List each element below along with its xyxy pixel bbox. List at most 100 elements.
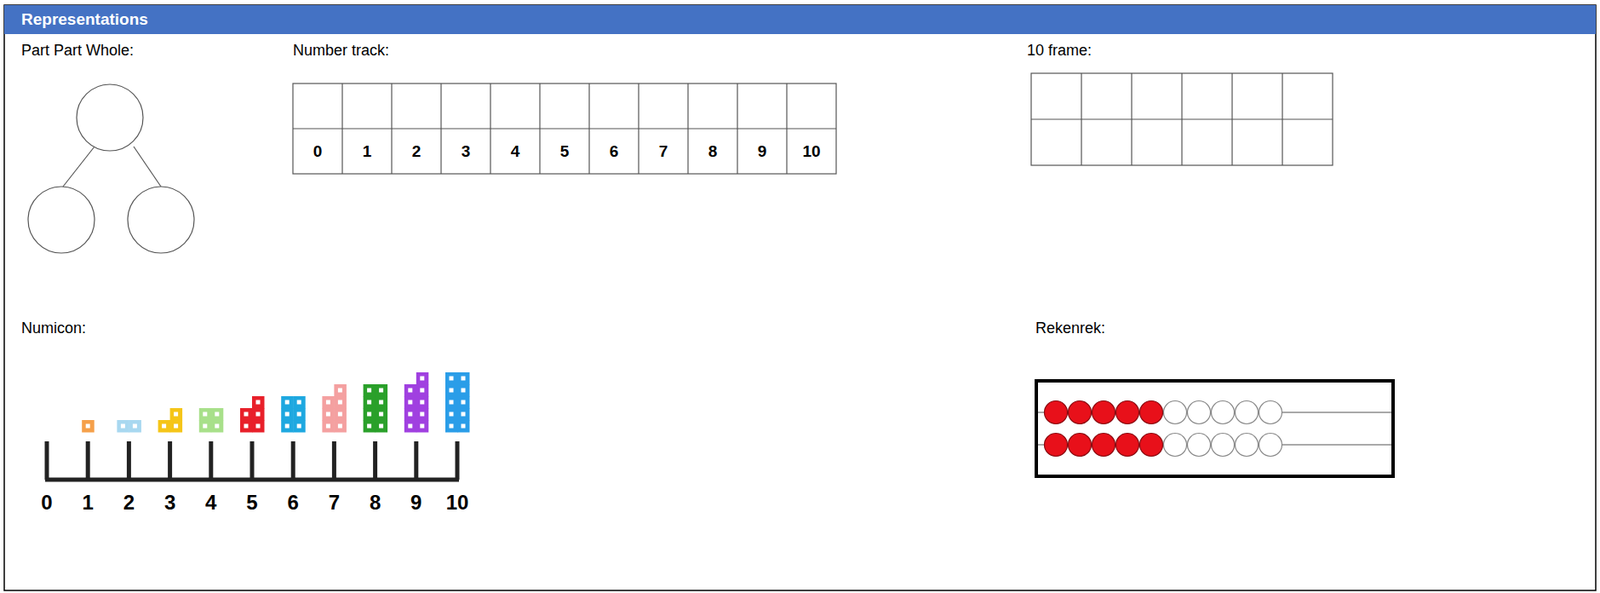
numicon-cell	[375, 419, 389, 433]
numicon-hole	[367, 424, 372, 429]
numicon-cell	[457, 407, 471, 421]
number-line-label: 9	[410, 491, 422, 514]
track-cell-line	[687, 83, 689, 174]
rekenrek-bead	[1116, 401, 1140, 425]
number-line-tick	[291, 441, 296, 480]
number-line-tick	[86, 441, 91, 480]
numicon-cell	[457, 384, 471, 397]
track-divider	[292, 127, 837, 129]
part-circle	[127, 186, 195, 253]
numicon-hole	[419, 424, 425, 429]
numicon-hole	[256, 400, 261, 405]
numicon-hole	[173, 424, 178, 429]
numicon-cell	[292, 395, 306, 409]
track-number: 4	[510, 142, 521, 161]
numicon-cell	[170, 407, 184, 421]
numicon-hole	[367, 400, 372, 405]
part-circle	[76, 84, 144, 151]
numicon-hole	[214, 412, 219, 417]
frame-cell-line	[1181, 73, 1182, 166]
numicon-cell	[211, 419, 224, 433]
numicon-cell	[199, 407, 213, 421]
part-part-whole-figure	[28, 84, 195, 253]
rekenrek-bead	[1044, 401, 1068, 425]
track-cell-line	[785, 83, 787, 174]
numicon-hole	[367, 412, 372, 417]
numicon-cell	[252, 407, 265, 421]
section-heading: Numicon:	[21, 320, 87, 338]
rekenrek-bead	[1092, 433, 1116, 457]
track-number: 7	[659, 142, 669, 161]
numicon-cell	[375, 407, 389, 421]
numicon-figure	[45, 372, 471, 480]
number-line-label: 3	[164, 491, 176, 514]
section-heading: 10 frame:	[1026, 42, 1092, 60]
branch-line	[133, 146, 161, 187]
rekenrek-bead	[1068, 401, 1092, 425]
number-line-label: 0	[40, 491, 52, 514]
numicon-hole	[407, 388, 413, 393]
branch-line	[63, 146, 95, 187]
numicon-hole	[285, 424, 290, 429]
track-number: 5	[560, 142, 570, 161]
numicon-hole	[449, 376, 454, 381]
rekenrek-bead	[1164, 401, 1188, 425]
rekenrek-bead	[1140, 433, 1164, 457]
numicon-hole	[419, 412, 425, 417]
number-line-label: 5	[246, 491, 258, 514]
rekenrek-frame	[1036, 380, 1394, 476]
numicon-piece	[404, 372, 430, 433]
numicon-cell	[240, 419, 253, 433]
rekenrek-bead	[1044, 433, 1068, 457]
numicon-cell	[363, 419, 377, 433]
numicon-hole	[132, 424, 138, 429]
numicon-cell	[252, 395, 265, 409]
rekenrek-bead	[1164, 433, 1188, 457]
track-number: 8	[708, 142, 718, 161]
numicon-cell	[363, 384, 377, 397]
track-cell-line	[341, 83, 343, 174]
numicon-hole	[202, 424, 207, 429]
numicon-cell	[170, 419, 184, 433]
numicon-cell	[416, 395, 430, 409]
numicon-hole	[285, 400, 290, 405]
number-line-tick	[208, 441, 213, 480]
rekenrek-bead	[1211, 401, 1235, 425]
numicon-cell	[199, 419, 213, 433]
numicon-hole	[461, 412, 466, 417]
number-line-tick	[332, 441, 337, 480]
panel-border	[4, 5, 1596, 591]
rekenrek-bead	[1116, 433, 1140, 457]
track-number: 3	[461, 142, 471, 161]
numicon-cell	[445, 407, 459, 421]
rekenrek-figure	[1036, 380, 1394, 476]
numicon-hole	[407, 400, 413, 405]
rekenrek-bead	[1068, 433, 1092, 457]
frame-cell-line	[1231, 73, 1233, 166]
numicon-hole	[338, 412, 343, 417]
rekenrek-bead	[1092, 401, 1116, 425]
numicon-hole	[214, 424, 219, 429]
numicon-cell	[363, 395, 377, 409]
number-line-tick	[250, 441, 255, 480]
number-line-label: 8	[369, 491, 381, 514]
numicon-hole	[338, 424, 343, 429]
panel-title: Representations	[21, 11, 149, 29]
frame-cell-line	[1130, 73, 1132, 166]
numicon-cell	[333, 395, 347, 409]
track-number: 1	[362, 142, 373, 161]
numicon-cell	[445, 384, 459, 397]
numicon-hole	[449, 424, 454, 429]
numicon-hole	[173, 412, 178, 417]
rekenrek-bead	[1140, 401, 1164, 425]
numicon-hole	[86, 424, 91, 429]
number-line-tick	[167, 441, 173, 480]
numicon-hole	[419, 400, 425, 405]
numicon-hole	[326, 400, 331, 405]
numicon-cell	[128, 419, 142, 433]
track-number: 9	[757, 142, 768, 161]
numicon-cell	[333, 419, 347, 433]
ten-frame-figure	[1031, 73, 1333, 166]
rekenrek-bead	[1187, 433, 1211, 457]
numicon-hole	[256, 424, 261, 429]
